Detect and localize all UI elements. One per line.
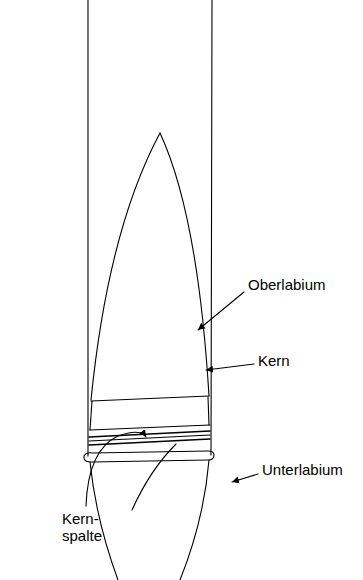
- leader-arrow: [86, 432, 146, 506]
- kern-edge: [90, 425, 210, 430]
- leader-arrow: [206, 364, 254, 370]
- tube-left-edge: [87, 0, 88, 456]
- leader-line: [132, 444, 176, 510]
- labium-edge: [91, 396, 209, 401]
- part-label: Oberlabium: [248, 276, 326, 293]
- windway-line: [89, 439, 210, 445]
- leader-arrow: [232, 474, 258, 482]
- foot-right-edge: [180, 460, 209, 580]
- part-label: Unterlabium: [262, 461, 343, 478]
- kern-side: [90, 401, 92, 430]
- part-label: Kern- spalte: [62, 510, 102, 545]
- leader-arrow: [198, 292, 244, 330]
- kern-side: [208, 397, 209, 425]
- tube-right-edge: [211, 0, 212, 455]
- window-arch: [91, 133, 209, 400]
- part-label: Kern: [258, 352, 290, 369]
- joint-ring: [84, 451, 214, 462]
